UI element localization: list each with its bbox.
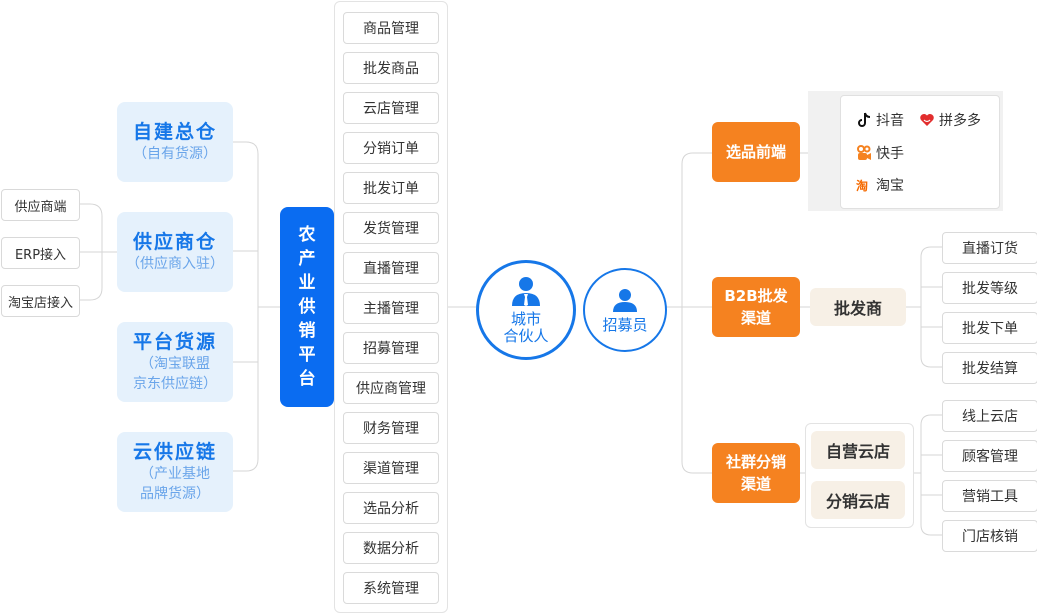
b2b-leaf-item: 批发等级 <box>942 272 1037 304</box>
source-card-supplier-warehouse: 供应商仓 （供应商入驻） <box>117 212 233 292</box>
channel-community-distribution: 社群分销 渠道 <box>712 443 800 503</box>
b2b-leaf-item: 批发下单 <box>942 312 1037 344</box>
tiktok-icon <box>856 112 872 128</box>
person-icon <box>510 275 542 311</box>
platform-name: 抖音 <box>876 113 904 129</box>
module-item: 批发订单 <box>343 172 439 204</box>
platform-douyin: 抖音 <box>856 110 904 130</box>
pinduoduo-icon <box>919 112 935 128</box>
module-item: 云店管理 <box>343 92 439 124</box>
source-title: 自建总仓 <box>132 121 217 143</box>
source-card-platform-goods: 平台货源 （淘宝联盟 京东供应链） <box>117 322 233 402</box>
supplier-portal-box: 供应商端 <box>1 189 80 221</box>
community-leaf-item: 营销工具 <box>942 480 1037 512</box>
platform-taobao: 淘 淘宝 <box>856 175 904 195</box>
source-subtitle: （自有货源） <box>133 146 217 162</box>
module-item: 财务管理 <box>343 412 439 444</box>
taobao-store-access-box: 淘宝店接入 <box>1 285 80 317</box>
source-card-own-warehouse: 自建总仓 （自有货源） <box>117 102 233 182</box>
module-item: 商品管理 <box>343 12 439 44</box>
platform-name: 快手 <box>876 146 904 162</box>
module-item: 数据分析 <box>343 532 439 564</box>
community-leaf-item: 门店核销 <box>942 520 1037 552</box>
svg-text:淘: 淘 <box>856 178 868 193</box>
supply-platform-bar: 农产业供销平台 <box>280 207 334 407</box>
channel-select-frontend: 选品前端 <box>712 122 800 182</box>
source-title: 云供应链 <box>132 441 217 463</box>
source-subtitle: （产业基地 品牌货源） <box>140 466 210 502</box>
module-item: 渠道管理 <box>343 452 439 484</box>
module-item: 直播管理 <box>343 252 439 284</box>
recruiter-label: 招募员 <box>602 315 648 334</box>
platform-name: 淘宝 <box>876 178 904 194</box>
taobao-icon: 淘 <box>856 177 872 193</box>
source-subtitle: （供应商入驻） <box>126 256 224 272</box>
kuaishou-icon <box>856 145 872 161</box>
source-title: 供应商仓 <box>132 231 217 253</box>
platform-label: 农产业供销平台 <box>298 225 316 389</box>
source-card-cloud-supply-chain: 云供应链 （产业基地 品牌货源） <box>117 432 233 512</box>
city-partner-node: 城市 合伙人 <box>476 260 576 360</box>
module-item: 招募管理 <box>343 332 439 364</box>
platform-kuaishou: 快手 <box>856 143 904 163</box>
module-item: 发货管理 <box>343 212 439 244</box>
module-item: 系统管理 <box>343 572 439 604</box>
distribution-cloud-store: 分销云店 <box>811 481 905 519</box>
recruiter-node: 招募员 <box>583 268 667 352</box>
module-item: 批发商品 <box>343 52 439 84</box>
city-partner-label: 城市 合伙人 <box>503 310 549 345</box>
platform-pinduoduo: 拼多多 <box>919 110 981 130</box>
b2b-leaf-item: 直播订货 <box>942 232 1037 264</box>
community-leaf-item: 顾客管理 <box>942 440 1037 472</box>
wholesaler-node: 批发商 <box>810 288 906 326</box>
module-item: 分销订单 <box>343 132 439 164</box>
module-item: 主播管理 <box>343 292 439 324</box>
channel-b2b-wholesale: B2B批发 渠道 <box>712 277 800 337</box>
module-item: 选品分析 <box>343 492 439 524</box>
source-subtitle: （淘宝联盟 京东供应链） <box>133 356 217 392</box>
module-list: 商品管理 批发商品 云店管理 分销订单 批发订单 发货管理 直播管理 主播管理 … <box>334 1 448 613</box>
erp-access-box: ERP接入 <box>1 237 80 269</box>
user-icon <box>612 287 638 317</box>
self-run-cloud-store: 自营云店 <box>811 431 905 469</box>
b2b-leaf-item: 批发结算 <box>942 352 1037 384</box>
platform-name: 拼多多 <box>939 113 981 129</box>
module-item: 供应商管理 <box>343 372 439 404</box>
community-leaf-item: 线上云店 <box>942 400 1037 432</box>
source-title: 平台货源 <box>132 331 217 353</box>
